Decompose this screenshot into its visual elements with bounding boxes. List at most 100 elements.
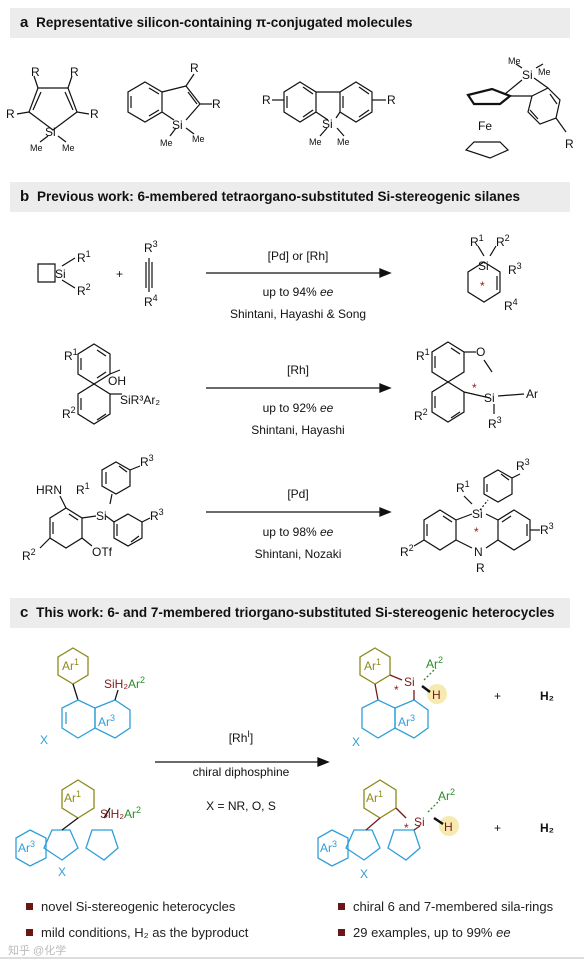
dibenzosilole-si-label: Si <box>322 117 333 131</box>
b3-product-nr: R <box>476 561 485 575</box>
c2-stereo-star: * <box>404 821 409 835</box>
b3-product-r3-top: R3 <box>516 457 530 473</box>
c2-ar1-label: Ar1 <box>64 789 81 805</box>
b2-ee-text: up to 92% ee <box>263 401 334 415</box>
b2-product-r1: R1 <box>416 347 430 363</box>
c1-x-label: X <box>40 733 48 747</box>
b1-stereo-star: * <box>480 279 485 293</box>
dibenzosilole-structure <box>272 81 386 137</box>
b2-stereo-star: * <box>472 381 477 395</box>
silole-r-left: R <box>6 107 15 121</box>
b2-catalyst: [Rh] <box>287 363 309 377</box>
b3-product-si: Si <box>472 507 483 521</box>
b1-catalyst: [Pd] or [Rh] <box>268 249 329 263</box>
ferrocene-me-left: Me <box>508 56 521 66</box>
benzosilole-me-left: Me <box>160 138 173 148</box>
benzosilole-si-label: Si <box>172 118 183 132</box>
c2-product-x: X <box>360 867 368 881</box>
c1-plus-sign: + <box>494 689 501 703</box>
b2-authors: Shintani, Hayashi <box>251 423 344 437</box>
watermark: 知乎 @化学 <box>8 945 67 957</box>
b1-product-r1: R1 <box>470 233 484 249</box>
benzosilole-me-right: Me <box>192 134 205 144</box>
b3-r2-label: R2 <box>22 547 36 563</box>
b3-hrn-label: HRN <box>36 483 62 497</box>
b3-product-r1: R1 <box>456 479 470 495</box>
c1-sih2-label: SiH₂Ar2 <box>104 675 145 691</box>
b1-product-si: Si <box>478 259 489 273</box>
c2-plus-sign: + <box>494 821 501 835</box>
c1-ar1-label: Ar1 <box>62 657 79 673</box>
b1-product-r3: R3 <box>508 261 522 277</box>
reaction-arrows <box>155 268 392 767</box>
b3-product-n: N <box>474 545 483 559</box>
bullet-text: chiral 6 and 7-membered sila-rings <box>353 899 554 914</box>
b3-catalyst: [Pd] <box>287 487 308 501</box>
six-membered-sila-ring-product <box>359 647 437 739</box>
panel-a-title: Representative silicon-containing π-conj… <box>36 15 413 30</box>
b2-r1-label: R1 <box>64 347 78 363</box>
panel-b-letter: b <box>20 188 30 205</box>
bullet-text: novel Si-stereogenic heterocycles <box>41 899 236 914</box>
dibenzosilole-me-left: Me <box>309 137 322 147</box>
panel-c-letter: c <box>20 604 29 621</box>
b2-product-si: Si <box>484 391 495 405</box>
silole-r-top-right: R <box>70 65 79 79</box>
benzosilole-r-top: R <box>190 61 199 75</box>
b1-alkyne-r4: R4 <box>144 293 158 309</box>
b3-product-r2: R2 <box>400 543 414 559</box>
c2-product-ar2: Ar2 <box>438 787 455 803</box>
bullet-text: 29 examples, up to 99% <box>353 925 497 940</box>
bullet-square-icon <box>338 903 345 911</box>
panel-a-letter: a <box>20 14 29 31</box>
b1-ee-text: up to 94% ee <box>263 285 334 299</box>
b3-stereo-star: * <box>474 525 479 539</box>
h-highlight-2 <box>439 816 459 836</box>
c1-product-x: X <box>352 735 360 749</box>
dihydrosilaacridine-product <box>413 469 540 551</box>
bullet-square-icon <box>338 929 345 937</box>
ferrocene-r-label: R <box>565 137 574 151</box>
b3-si-label: Si <box>96 509 107 523</box>
silole-r-top-left: R <box>31 65 40 79</box>
silole-me-right: Me <box>62 143 75 153</box>
alkyne-structure <box>145 258 153 292</box>
ferrocene-me-right: Me <box>538 67 551 77</box>
b1-r1-label: R1 <box>77 249 91 265</box>
panel-b-title: Previous work: 6-membered tetraorgano-su… <box>36 189 521 204</box>
c2-sih2-label: SiH₂Ar2 <box>100 805 141 821</box>
c2-x-label: X <box>58 865 66 879</box>
b3-r3-top: R3 <box>140 453 154 469</box>
b2-product-r2: R2 <box>414 407 428 423</box>
panel-b-header: b Previous work: 6-membered tetraorgano-… <box>10 182 570 212</box>
bullet-left-2: mild conditions, H₂ as the byproduct <box>26 925 248 940</box>
aminoaryl-silane-structure <box>39 461 151 549</box>
panel-a-header: a Representative silicon-containing π-co… <box>10 8 570 38</box>
c1-product-ar1: Ar1 <box>364 657 381 673</box>
c-catalyst: [RhI] <box>229 729 254 745</box>
bullet-ee: ee <box>496 925 511 940</box>
bullet-right-1: chiral 6 and 7-membered sila-rings <box>338 899 553 914</box>
c2-ar3-label: Ar3 <box>18 839 35 855</box>
b3-product-r3-right: R3 <box>540 521 554 537</box>
c2-product-ar3: Ar3 <box>320 839 337 855</box>
c2-product-ar1: Ar1 <box>366 789 383 805</box>
oxasilin-product <box>431 341 525 423</box>
b1-plus-sign: + <box>116 267 123 281</box>
b3-authors: Shintani, Nozaki <box>255 547 342 561</box>
b1-authors: Shintani, Hayashi & Song <box>230 307 366 321</box>
b2-silane-label: SiR³Ar₂ <box>120 393 160 407</box>
b2-product-ar: Ar <box>526 387 538 401</box>
dibenzosilole-r-left: R <box>262 93 271 107</box>
b2-oh-label: OH <box>108 374 126 388</box>
bullet-text: mild conditions, H₂ as the byproduct <box>41 925 249 940</box>
b1-product-r2: R2 <box>496 233 510 249</box>
b3-r1-label: R1 <box>76 481 90 497</box>
h-highlight-1 <box>427 684 447 704</box>
silole-r-right: R <box>90 107 99 121</box>
dibenzosilole-r-right: R <box>387 93 396 107</box>
c1-product-h: H <box>432 688 441 702</box>
benzosilole-r-right: R <box>212 97 221 111</box>
bullet-square-icon <box>26 903 33 911</box>
c1-h2-byproduct: H₂ <box>540 689 554 703</box>
